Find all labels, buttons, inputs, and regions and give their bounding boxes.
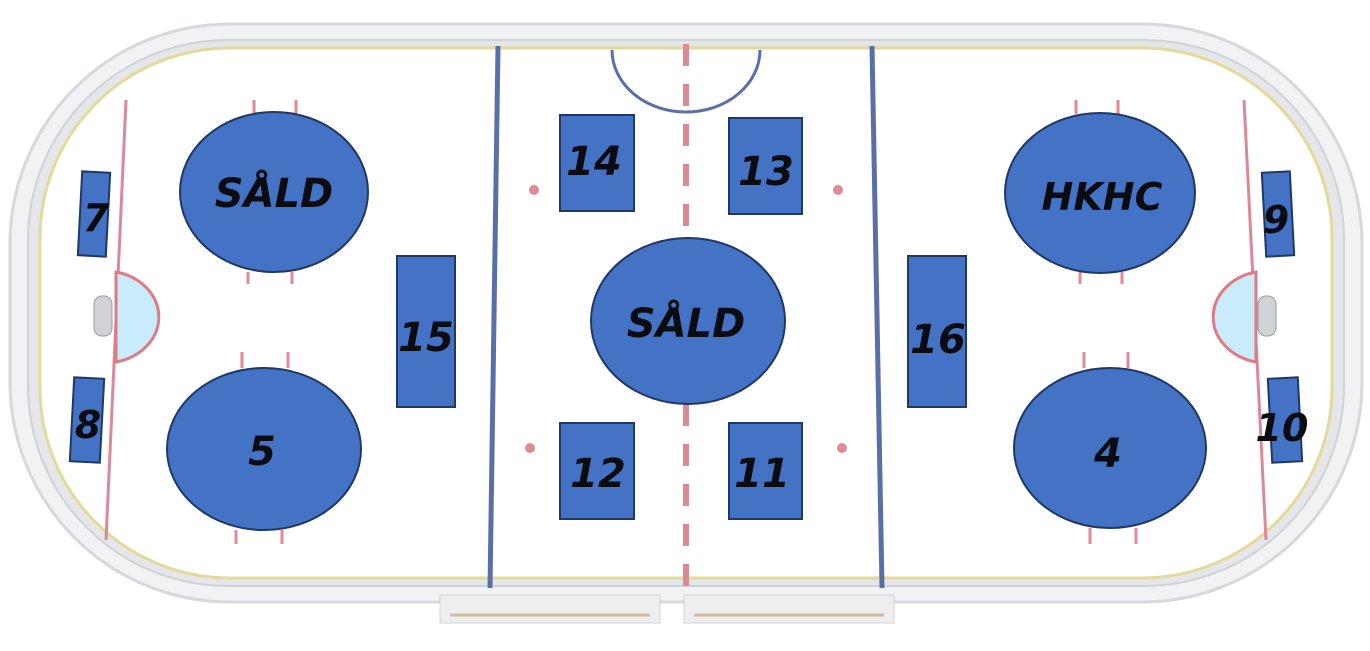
- spot-label: 15: [398, 315, 454, 361]
- spot-circle-top-left[interactable]: SÅLD: [180, 112, 368, 272]
- spot-rect-9[interactable]: 9: [1262, 171, 1294, 256]
- spot-label: 9: [1263, 198, 1289, 242]
- spot-rect-14[interactable]: 14: [560, 115, 634, 211]
- spot-rect-16[interactable]: 16: [908, 256, 966, 407]
- spot-rect-12[interactable]: 12: [560, 423, 634, 519]
- spot-rect-15[interactable]: 15: [397, 256, 455, 407]
- spot-circle-bottom-right[interactable]: 4: [1014, 368, 1206, 528]
- spot-rect-11[interactable]: 11: [729, 423, 802, 519]
- spot-label: 7: [83, 196, 110, 240]
- spot-rect-13[interactable]: 13: [729, 118, 802, 214]
- spot-circle-bottom-left[interactable]: 5: [167, 368, 361, 530]
- spot-circle-center[interactable]: SÅLD: [591, 238, 785, 404]
- spot-rect-7[interactable]: 7: [78, 171, 110, 256]
- spot-label: 16: [910, 317, 966, 363]
- spot-label: 12: [570, 451, 626, 497]
- spot-label: SÅLD: [215, 168, 333, 217]
- spot-label: 8: [75, 403, 101, 447]
- spot-label: SÅLD: [627, 298, 745, 347]
- spot-label: 11: [734, 451, 790, 497]
- spot-label: 5: [248, 429, 276, 475]
- spot-label: 4: [1093, 431, 1122, 477]
- spot-circle-top-right[interactable]: HKHC: [1005, 113, 1195, 273]
- spot-label: 10: [1256, 406, 1309, 450]
- spot-label: HKHC: [1042, 175, 1163, 219]
- spot-rect-8[interactable]: 8: [70, 377, 104, 462]
- spot-label: 13: [738, 149, 794, 195]
- spot-label: 14: [566, 139, 622, 185]
